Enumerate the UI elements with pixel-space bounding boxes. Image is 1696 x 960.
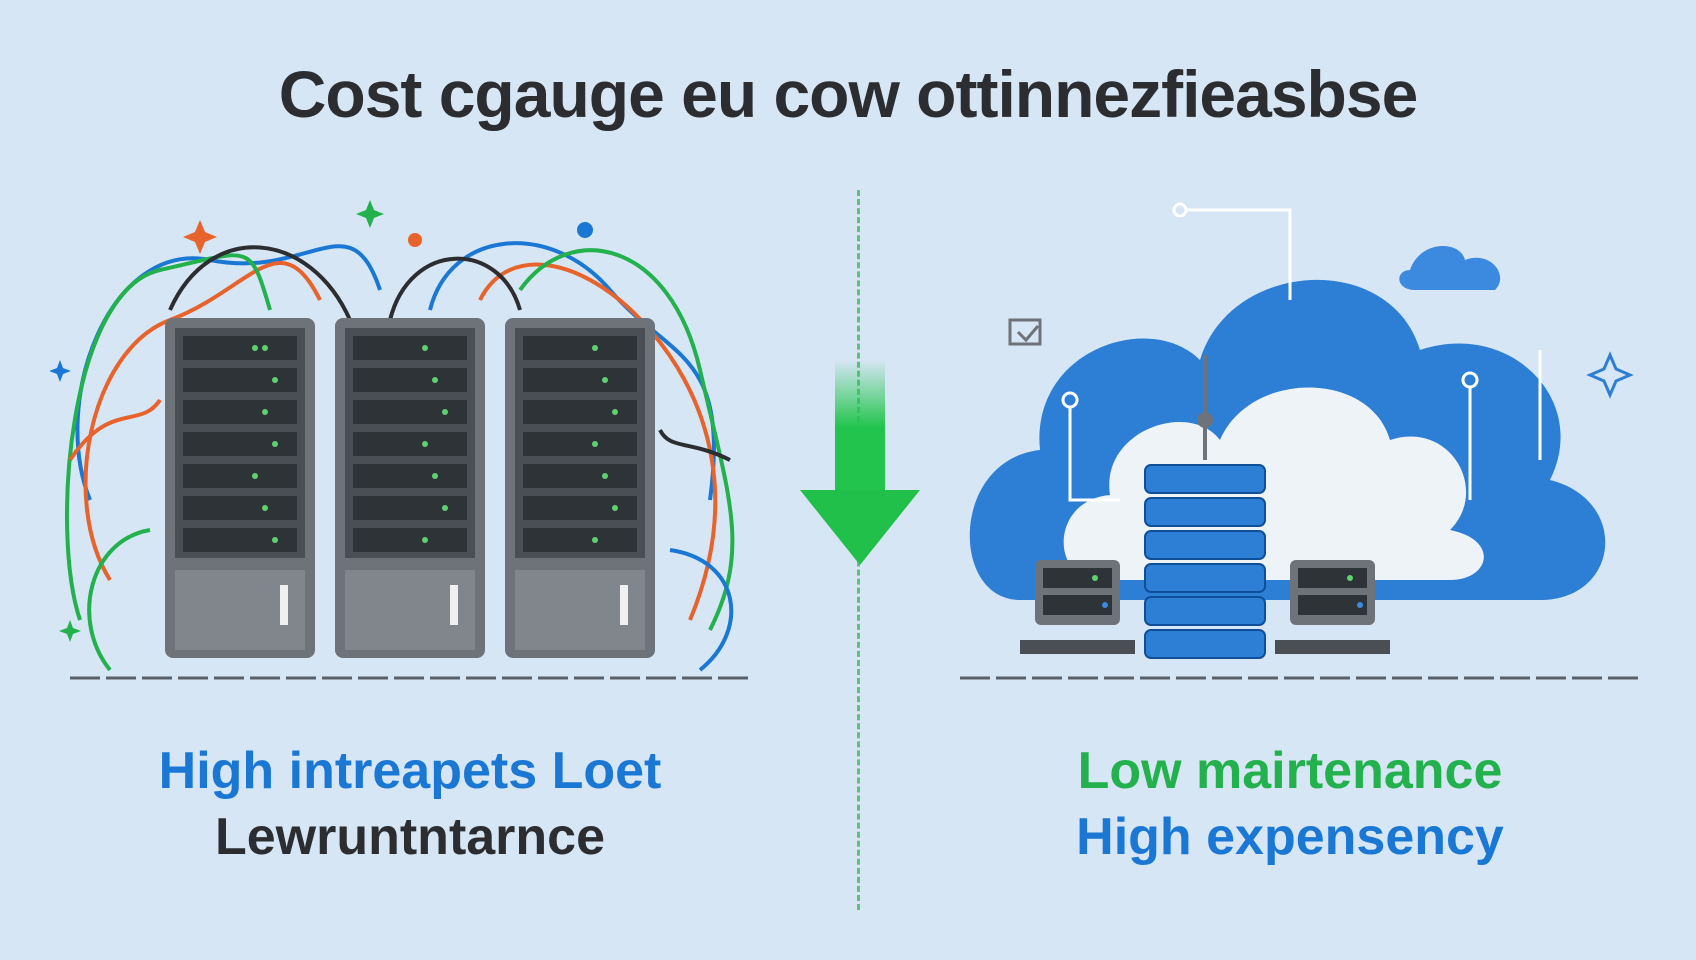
cloud-icon bbox=[969, 246, 1606, 600]
cloud-caption-line1: Low mairtenance bbox=[1077, 742, 1503, 800]
server-rack-icon bbox=[335, 318, 485, 658]
server-rack-icon bbox=[505, 318, 655, 658]
server-icon bbox=[1275, 560, 1390, 654]
server-rack-icon bbox=[165, 318, 315, 658]
cloud-illustration bbox=[960, 202, 1640, 680]
page-title: Cost cgauge eu cow ottinnezfieasbse bbox=[278, 57, 1419, 131]
cloud-caption-line2: High expensency bbox=[1076, 808, 1504, 866]
on-premise-illustration bbox=[50, 200, 750, 680]
sparkle-icon bbox=[1008, 318, 1634, 399]
down-arrow-icon bbox=[800, 360, 920, 565]
network-line-icon bbox=[1061, 202, 1542, 502]
on-premise-caption: High intreapets Loet Lewruntntarnce bbox=[70, 738, 750, 870]
cloud-caption: Low mairtenance High expensency bbox=[950, 738, 1630, 870]
sparkle-icon bbox=[50, 200, 593, 642]
on-premise-caption-line1: High intreapets Loet bbox=[158, 742, 662, 800]
cable-icon bbox=[64, 241, 735, 672]
on-premise-caption-line2: Lewruntntarnce bbox=[214, 808, 606, 866]
database-icon bbox=[1144, 355, 1266, 659]
server-icon bbox=[1020, 560, 1135, 654]
